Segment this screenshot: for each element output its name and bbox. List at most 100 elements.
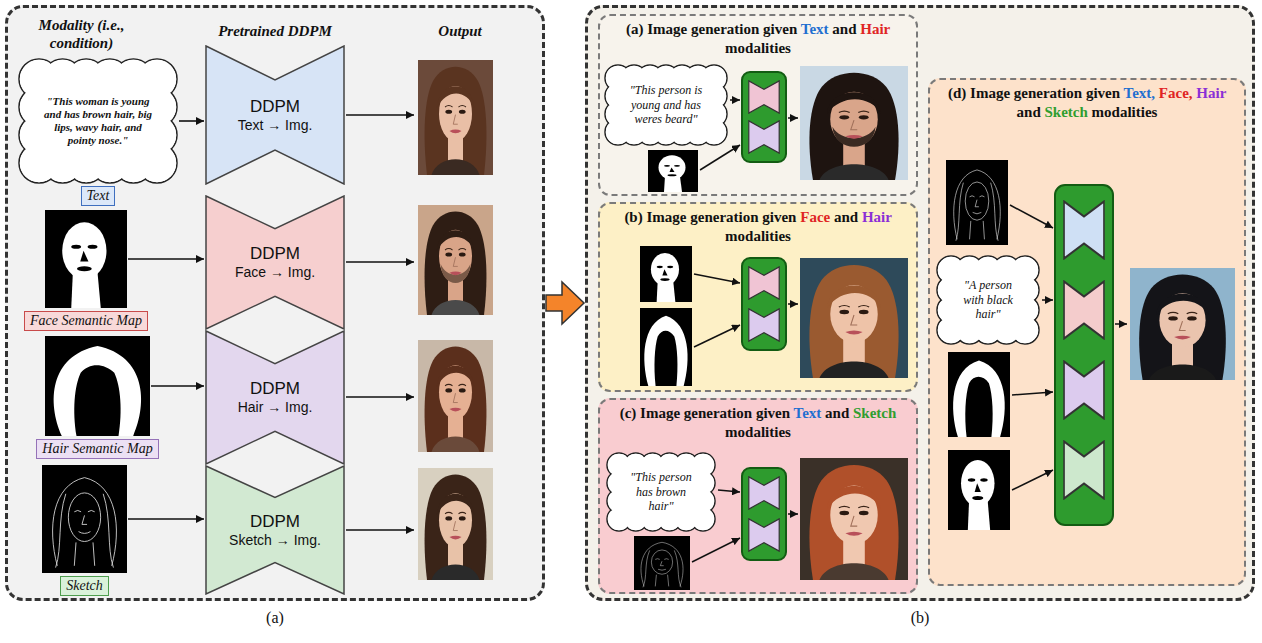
- output-arrows-part: [346, 114, 414, 116]
- face-photo: [418, 60, 493, 175]
- title-word: generation: [691, 21, 759, 37]
- prompt-cloud: "A person with black hair": [936, 255, 1040, 345]
- text-slot: Hair → Img.: [205, 399, 345, 417]
- ddpm-block: DDPMFace → Img.: [205, 195, 345, 330]
- column-header: Pretrained DDPM: [200, 22, 350, 40]
- prompt-cloud: "This person is young and has weres bear…: [604, 64, 728, 146]
- input-arrows-part: [788, 303, 798, 305]
- output-arrows-part: [346, 529, 414, 531]
- text-slot: (d) Image generation given Text, Face, H…: [938, 84, 1236, 122]
- ddpm-icon: [1064, 282, 1104, 339]
- model-label: Sketch → Img.: [205, 532, 345, 550]
- output-arrows: [346, 115, 414, 530]
- title-word: Sketch: [1045, 104, 1088, 120]
- face-photo: [1130, 268, 1235, 380]
- cloud-fill: [608, 472, 630, 494]
- input-arrows: [692, 100, 1127, 562]
- sketch-image: [42, 465, 127, 573]
- subpanel: "This person is young and has weres bear…: [598, 14, 918, 196]
- modality-image: Sketch: [42, 465, 127, 573]
- face-map-image: [648, 150, 698, 192]
- title-word: Image: [640, 405, 680, 421]
- title-word: and: [1017, 104, 1041, 120]
- ddpm-icon: [749, 121, 779, 153]
- text-slot: (a): [8, 608, 542, 627]
- text-slot: Text → Img.: [205, 117, 345, 135]
- subpanel-title: (b) Image generation given Face and Hair…: [608, 208, 908, 246]
- output-arrows-part: [346, 261, 414, 263]
- column-header: Output: [400, 22, 520, 40]
- title-word: modalities: [725, 40, 791, 56]
- prompt-text: "This person has brown hair": [623, 470, 699, 513]
- title-word: given: [756, 405, 790, 421]
- panel-ground: [585, 5, 1255, 601]
- panel-frame: "This person is young and has weres bear…: [585, 5, 1255, 601]
- text-slot: (c) Image generation given Text and Sket…: [608, 404, 908, 442]
- text-slot: (b): [588, 608, 1252, 627]
- text-slot: "A person with black hair": [955, 278, 1021, 321]
- text-slot: Sketch: [0, 576, 197, 596]
- title-word: (d): [948, 85, 966, 101]
- flow-arrow: [179, 120, 204, 122]
- input-arrows-part: [788, 117, 798, 119]
- model-label: Text → Img.: [205, 117, 345, 135]
- subpanel: (b) Image generation given Face and Hair…: [598, 202, 918, 392]
- input-arrows-part: [694, 274, 740, 283]
- subpanel-title: (c) Image generation given Text and Sket…: [608, 404, 908, 442]
- face-map-image: [640, 246, 692, 302]
- model-label: DDPM: [205, 243, 345, 264]
- modality-image: Hair Semantic Map: [45, 336, 150, 436]
- title-word: modalities: [725, 424, 791, 440]
- title-word: and: [825, 405, 849, 421]
- modality-label: Sketch: [60, 576, 109, 596]
- title-word: Hair: [1196, 85, 1226, 101]
- ddpm-block: DDPMText → Img.: [205, 45, 345, 185]
- input-arrows-part: [1042, 299, 1053, 301]
- title-word: Image: [646, 209, 686, 225]
- input-arrows-part: [1010, 205, 1053, 228]
- title-word: modalities: [725, 228, 791, 244]
- ddpm-icon: [749, 519, 779, 551]
- ddpm-icon: [1064, 442, 1104, 499]
- prompt-text: "This woman is young and has brown hair,…: [43, 95, 153, 148]
- ddpm-icon: [1064, 362, 1104, 419]
- text-slot: Face → Img.: [205, 264, 345, 282]
- hair-map-image: [45, 336, 150, 436]
- title-word: Hair: [862, 209, 892, 225]
- fused-model-box: [742, 468, 786, 560]
- ddpm-icon: [749, 267, 779, 299]
- model-label: DDPM: [205, 96, 345, 117]
- title-word: (c): [620, 405, 637, 421]
- fused-model-box: [742, 72, 786, 162]
- output-arrows-part: [346, 396, 414, 398]
- sketch-image: [946, 160, 1008, 245]
- model-label: Hair → Img.: [205, 399, 345, 417]
- ddpm-outline: [206, 331, 344, 464]
- title-word: generation: [690, 209, 758, 225]
- prompt-cloud: "This person has brown hair": [606, 452, 716, 532]
- text-slot: Sketch → Img.: [205, 532, 345, 550]
- text-slot: Modality (i.e., condition): [14, 16, 149, 52]
- subpanel-ground: [928, 78, 1246, 586]
- subpanel-ground: [598, 202, 918, 392]
- input-arrows-part: [700, 145, 740, 170]
- block-arrow: [546, 282, 584, 324]
- text-slot: "This person is young and has weres bear…: [622, 83, 710, 126]
- input-arrows-part: [1115, 323, 1127, 325]
- title-word: Text: [801, 21, 829, 37]
- prompt-text: "This person is young and has weres bear…: [622, 83, 710, 126]
- title-word: Text: [794, 405, 822, 421]
- face-map-image: [45, 210, 127, 308]
- title-word: modalities: [1092, 104, 1158, 120]
- text-slot: "This person has brown hair": [623, 470, 699, 513]
- title-word: generation: [684, 405, 752, 421]
- prompt-text: "A person with black hair": [955, 278, 1021, 321]
- title-word: and: [832, 21, 856, 37]
- ddpm-outline: [206, 46, 344, 184]
- face-photo: [418, 205, 493, 315]
- ddpm-icon: [749, 477, 779, 509]
- subpanel-title: (a) Image generation given Text and Hair…: [608, 20, 908, 58]
- ddpm-icon: [1064, 202, 1104, 259]
- subpanel-ground: [598, 14, 918, 196]
